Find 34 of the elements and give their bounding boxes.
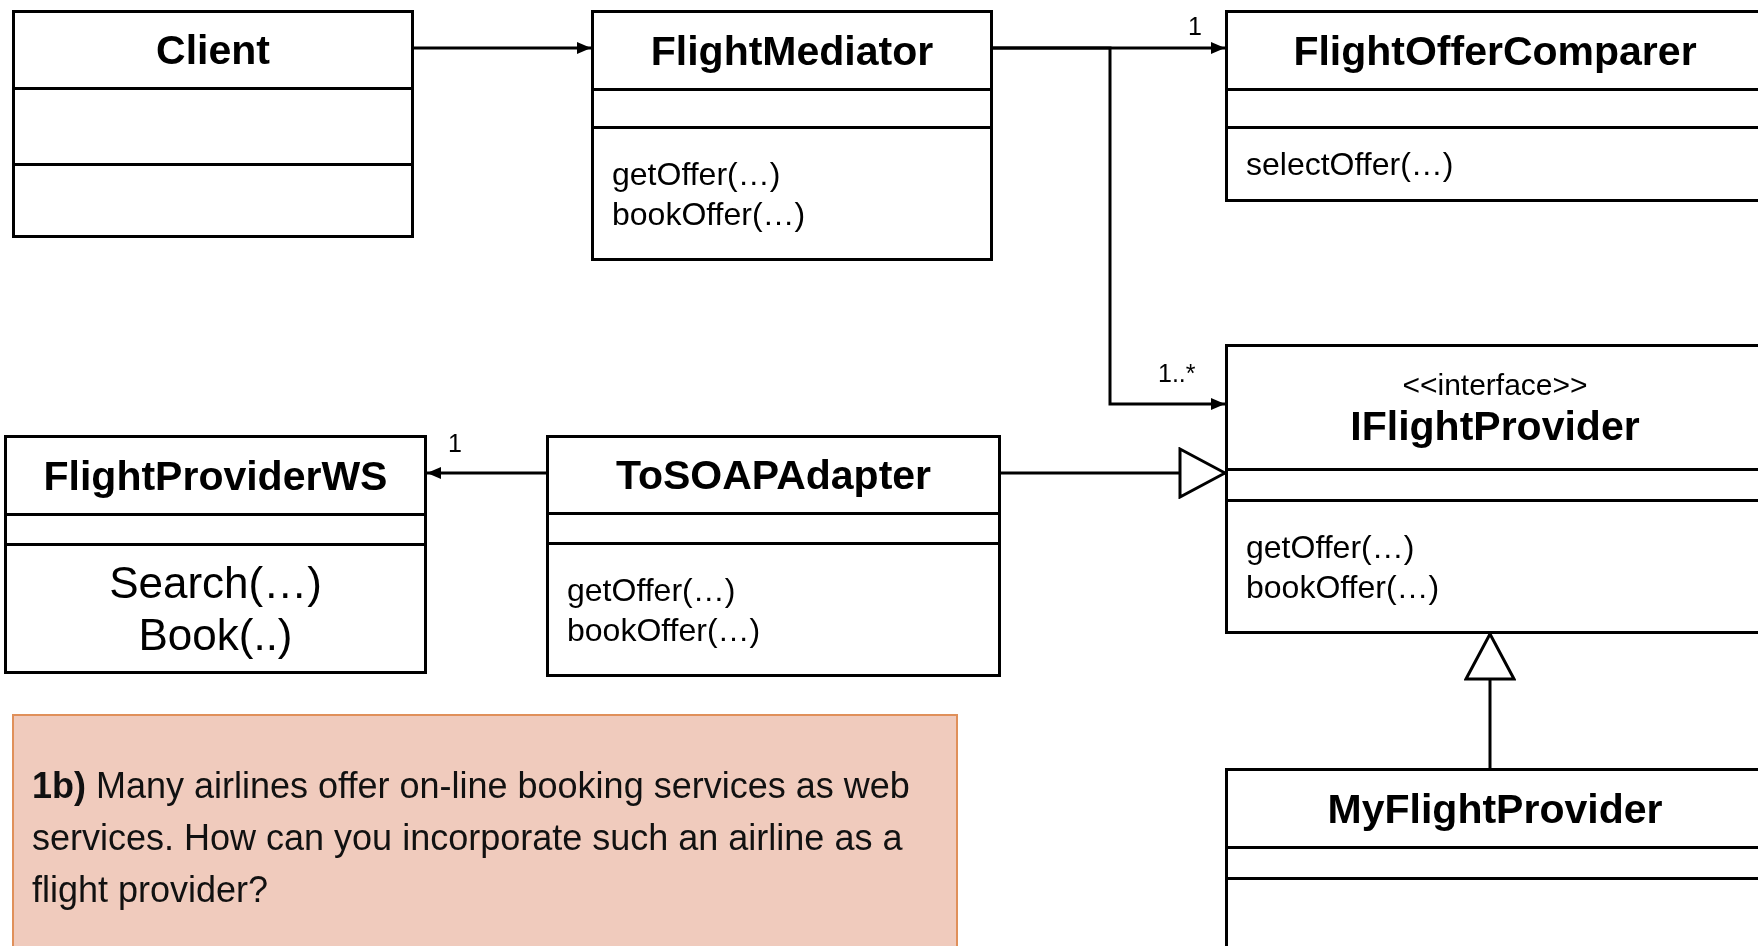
multiplicity-label: 1..* — [1158, 359, 1196, 387]
association-arrow — [993, 46, 1225, 410]
method-name: Book(..) — [138, 608, 293, 661]
realization-arrow — [1464, 632, 1516, 768]
method-name: selectOffer(…) — [1245, 145, 1455, 184]
class-name: FlightMediator — [650, 27, 934, 74]
class-name: Client — [156, 27, 270, 73]
class-name: MyFlightProvider — [1327, 785, 1663, 832]
method-name: bookOffer(…) — [566, 610, 762, 650]
class-box — [1225, 10, 1758, 202]
stereotype-label: <<interface>> — [1402, 366, 1588, 403]
multiplicity-label: 1 — [448, 429, 462, 457]
class-box — [546, 435, 1001, 677]
class-name: FlightOfferComparer — [1293, 27, 1697, 74]
method-name: Search(…) — [109, 556, 322, 609]
method-name: getOffer(…) — [566, 570, 737, 610]
class-box — [12, 10, 414, 238]
method-name: bookOffer(…) — [1245, 567, 1441, 607]
class-name: FlightProviderWS — [43, 452, 388, 499]
method-name: getOffer(…) — [611, 154, 782, 194]
note-box — [12, 714, 958, 946]
class-box — [591, 10, 993, 261]
class-name: ToSOAPAdapter — [615, 452, 932, 498]
class-box — [1225, 344, 1758, 634]
note-text: 1b) Many airlines offer on-line booking services as web services. How can you incorporate such an airline as a flight provider? — [32, 764, 911, 912]
class-box — [1225, 768, 1758, 946]
class-name: IFlightProvider — [1350, 402, 1640, 449]
association-arrow — [427, 467, 546, 479]
method-name: bookOffer(…) — [611, 194, 807, 234]
method-name: getOffer(…) — [1245, 527, 1416, 567]
multiplicity-label: 1 — [1188, 12, 1202, 40]
realization-arrow — [1001, 447, 1227, 499]
class-box — [4, 435, 427, 674]
association-arrow — [414, 42, 591, 54]
